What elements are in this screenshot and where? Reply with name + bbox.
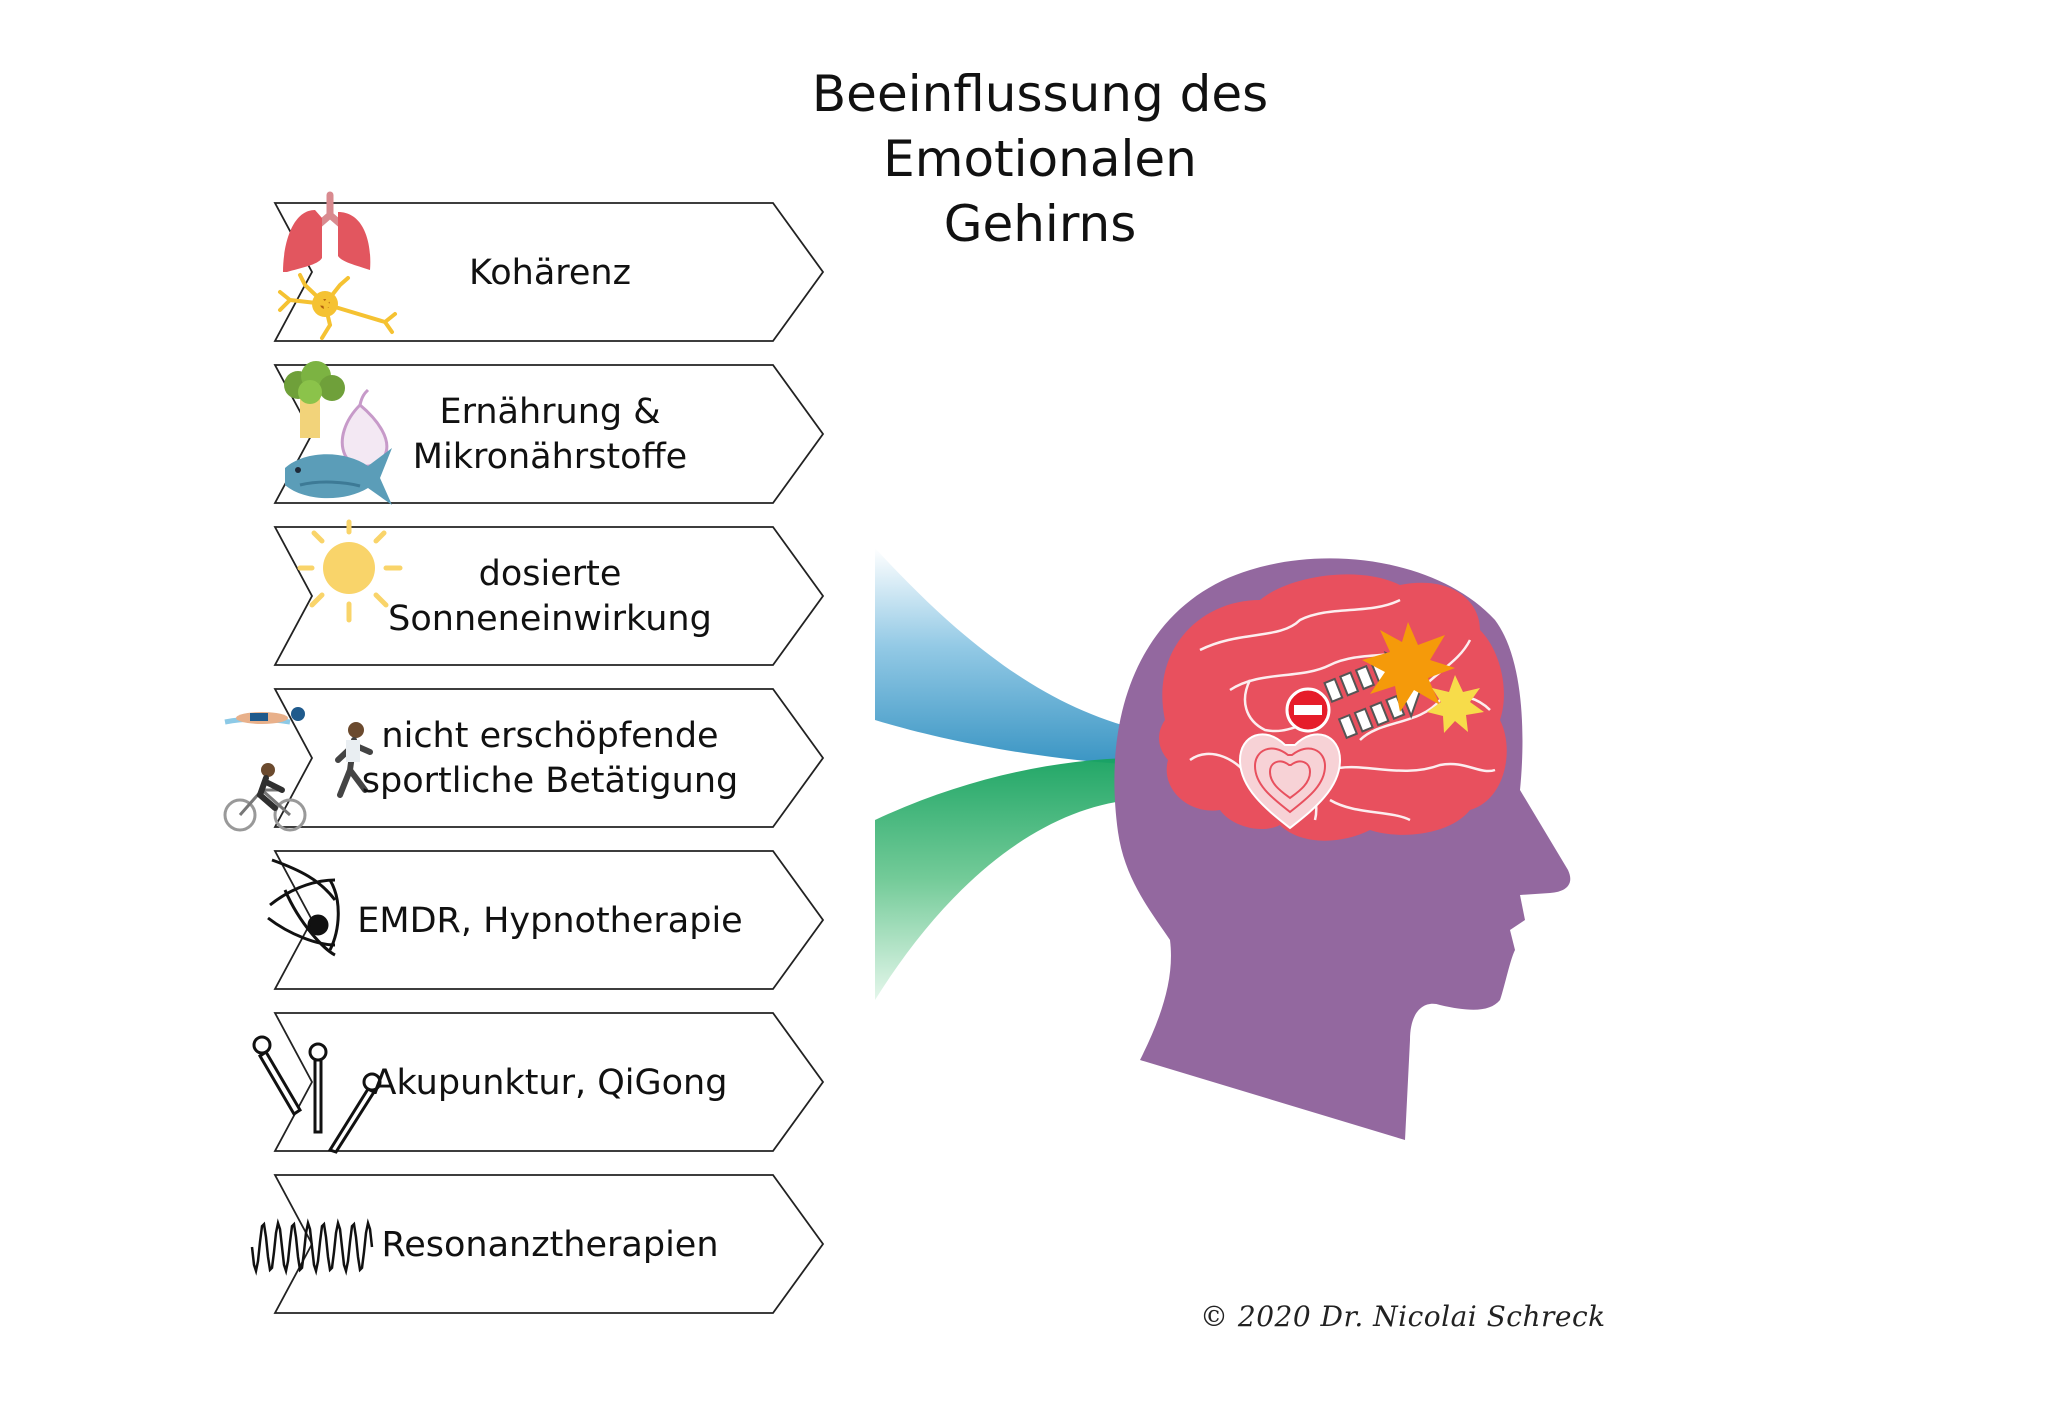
step-4-line-1: nicht erschöpfende bbox=[381, 716, 719, 756]
burst-orange bbox=[1362, 622, 1455, 712]
step-label-resonanz: Resonanztherapien bbox=[340, 1177, 760, 1313]
arrow-blue bbox=[875, 548, 1140, 765]
step-1-line-1: Kohärenz bbox=[469, 252, 631, 293]
step-chevron-6 bbox=[273, 1012, 825, 1152]
step-label-sport: nicht erschöpfende sportliche Betätigung bbox=[340, 691, 760, 827]
needles-icon bbox=[252, 1035, 382, 1154]
step-chevron-3 bbox=[273, 526, 825, 666]
step-5-line-1: EMDR, Hypnotherapie bbox=[357, 900, 743, 941]
step-chevron-4 bbox=[273, 688, 825, 828]
eye-icon bbox=[267, 858, 340, 957]
step-2-line-1: Ernährung & bbox=[439, 392, 661, 432]
arrow-green bbox=[875, 758, 1130, 1000]
step-7-line-1: Resonanztherapien bbox=[381, 1224, 719, 1265]
title-line-3: Gehirns bbox=[943, 195, 1137, 253]
copyright-text: © 2020 Dr. Nicolai Schreck bbox=[1200, 1300, 1606, 1333]
step-3-line-2: Sonneneinwirkung bbox=[388, 599, 712, 639]
sports-icon bbox=[223, 707, 373, 832]
step-chevrons bbox=[273, 202, 825, 1314]
step-label-sonne: dosierte Sonneneinwirkung bbox=[340, 529, 760, 665]
step-chevron-1 bbox=[273, 202, 825, 342]
step-3-line-1: dosierte bbox=[478, 554, 622, 594]
brain bbox=[1159, 574, 1507, 841]
diagram-title: Beeinflussung des Emotionalen Gehirns bbox=[780, 62, 1300, 257]
wave-icon bbox=[250, 1218, 374, 1276]
lungs-neuron-icon bbox=[278, 191, 397, 340]
title-line-2: Emotionalen bbox=[883, 130, 1197, 188]
step-label-koharenz: Kohärenz bbox=[340, 205, 760, 341]
step-6-line-1: Akupunktur, QiGong bbox=[372, 1062, 728, 1103]
burst-yellow bbox=[1427, 675, 1484, 733]
step-label-akupunktur: Akupunktur, QiGong bbox=[340, 1015, 760, 1151]
sun-icon bbox=[297, 519, 403, 623]
food-icon bbox=[284, 361, 392, 505]
step-2-line-2: Mikronährstoffe bbox=[412, 437, 688, 477]
step-4-line-2: sportliche Betätigung bbox=[361, 761, 739, 801]
step-label-ernahrung: Ernährung & Mikronährstoffe bbox=[340, 367, 760, 503]
step-label-emdr: EMDR, Hypnotherapie bbox=[340, 853, 760, 989]
title-line-1: Beeinflussung des bbox=[811, 65, 1269, 123]
